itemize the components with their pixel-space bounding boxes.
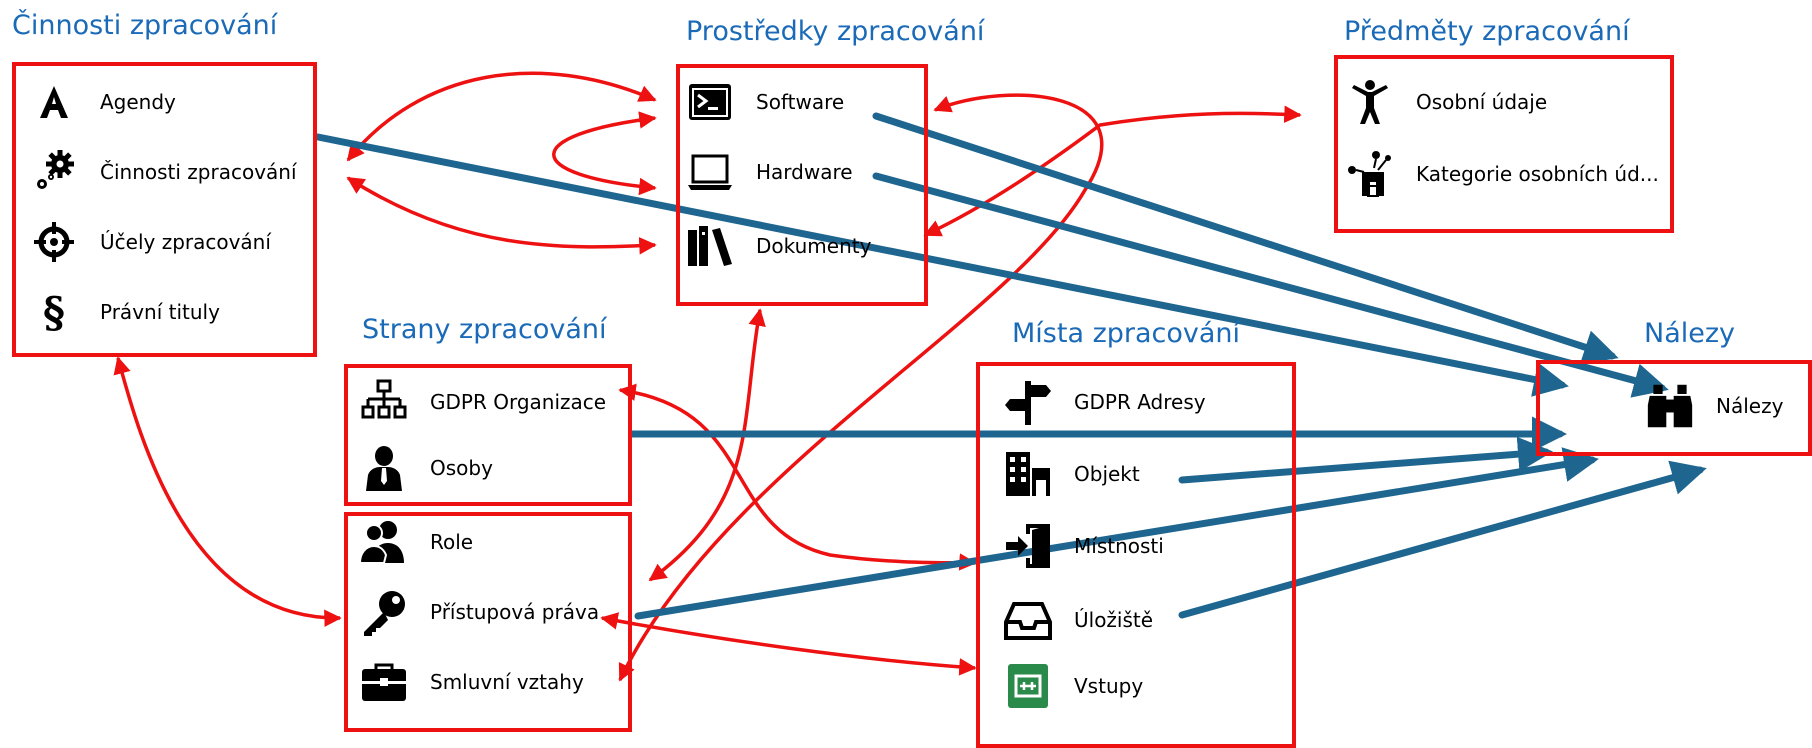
node-label: Osobní údaje bbox=[1416, 90, 1548, 114]
gears-icon bbox=[30, 148, 78, 196]
group-title-nalezy: Nálezy bbox=[1644, 318, 1736, 349]
building-icon bbox=[1004, 450, 1052, 498]
group-box-strany-bottom bbox=[344, 512, 632, 732]
signpost-icon bbox=[1004, 378, 1052, 426]
red-connector bbox=[346, 176, 657, 255]
node-label: Přístupová práva bbox=[430, 600, 600, 624]
node-osoby[interactable]: Osoby bbox=[360, 444, 493, 492]
person-category-icon bbox=[1346, 150, 1394, 198]
node-label: Agendy bbox=[100, 90, 176, 114]
red-connector bbox=[618, 383, 977, 571]
binoculars-icon bbox=[1646, 382, 1694, 430]
users-icon bbox=[360, 518, 408, 566]
group-box-cinnosti bbox=[12, 62, 317, 357]
node-gdpr-adresy[interactable]: GDPR Adresy bbox=[1004, 378, 1206, 426]
node-label: GDPR Organizace bbox=[430, 390, 607, 414]
node-label: Role bbox=[430, 530, 474, 554]
node-label: Osoby bbox=[430, 456, 493, 480]
node-label: Úložiště bbox=[1074, 608, 1154, 632]
node-smluvni-vztahy[interactable]: Smluvní vztahy bbox=[360, 658, 584, 706]
node-label: Činnosti zpracování bbox=[100, 160, 297, 184]
node-label: Objekt bbox=[1074, 462, 1140, 486]
node-pristupova-prava[interactable]: Přístupová práva bbox=[360, 588, 599, 636]
node-dokumenty[interactable]: Dokumenty bbox=[686, 222, 871, 270]
node-ucely-zpracovani[interactable]: Účely zpracování bbox=[30, 218, 271, 266]
node-label: Účely zpracování bbox=[100, 230, 271, 254]
crosshair-icon bbox=[30, 218, 78, 266]
node-label: Smluvní vztahy bbox=[430, 670, 584, 694]
node-label: Hardware bbox=[756, 160, 853, 184]
terminal-icon bbox=[686, 78, 734, 126]
briefcase-icon bbox=[360, 658, 408, 706]
key-icon bbox=[360, 588, 408, 636]
node-software[interactable]: Software bbox=[686, 78, 844, 126]
node-label: Právní tituly bbox=[100, 300, 220, 324]
group-title-cinnosti: Činnosti zpracování bbox=[12, 10, 278, 41]
group-title-strany: Strany zpracování bbox=[362, 314, 607, 345]
node-mistnosti[interactable]: Místnosti bbox=[1004, 522, 1164, 570]
person-icon bbox=[1346, 78, 1394, 126]
group-box-predmety bbox=[1334, 55, 1674, 233]
node-kategorie-osobnich-udaju[interactable]: Kategorie osobních úd... bbox=[1346, 150, 1659, 198]
node-hardware[interactable]: Hardware bbox=[686, 148, 853, 196]
node-agendy[interactable]: Agendy bbox=[30, 78, 176, 126]
node-uloziste[interactable]: Úložiště bbox=[1004, 596, 1153, 644]
group-title-prostredky: Prostředky zpracování bbox=[686, 16, 985, 47]
red-connector bbox=[600, 612, 977, 676]
node-label: Nálezy bbox=[1716, 394, 1784, 418]
node-pravni-tituly[interactable]: § Právní tituly bbox=[30, 287, 220, 337]
node-vstupy[interactable]: Vstupy bbox=[1004, 662, 1143, 710]
group-box-nalezy bbox=[1536, 360, 1812, 456]
red-connector bbox=[923, 105, 1302, 237]
group-box-prostredky bbox=[676, 64, 928, 306]
red-connector bbox=[346, 71, 657, 162]
books-icon bbox=[686, 222, 734, 270]
node-label: Kategorie osobních úd... bbox=[1416, 162, 1659, 186]
node-label: Místnosti bbox=[1074, 534, 1164, 558]
node-label: Vstupy bbox=[1074, 674, 1144, 698]
person-tie-icon bbox=[360, 444, 408, 492]
group-box-strany-top bbox=[344, 364, 632, 506]
inbox-tray-icon bbox=[1004, 596, 1052, 644]
node-cinnosti-zpracovani[interactable]: Činnosti zpracování bbox=[30, 148, 297, 196]
red-connector bbox=[648, 308, 766, 582]
green-entry-icon bbox=[1004, 662, 1052, 710]
node-label: GDPR Adresy bbox=[1074, 390, 1206, 414]
section-sign-icon: § bbox=[43, 287, 65, 337]
node-role[interactable]: Role bbox=[360, 518, 473, 566]
node-nalezy[interactable]: Nálezy bbox=[1646, 382, 1783, 430]
red-connector bbox=[113, 356, 342, 627]
node-label: Dokumenty bbox=[756, 234, 872, 258]
node-osobni-udaje[interactable]: Osobní údaje bbox=[1346, 78, 1547, 126]
node-gdpr-organizace[interactable]: GDPR Organizace bbox=[360, 378, 606, 426]
group-title-mista: Místa zpracování bbox=[1012, 318, 1241, 349]
node-label: Software bbox=[756, 90, 845, 114]
group-title-predmety: Předměty zpracování bbox=[1344, 16, 1630, 47]
letter-a-icon bbox=[30, 78, 78, 126]
red-connector bbox=[552, 111, 657, 196]
org-chart-icon bbox=[360, 378, 408, 426]
door-enter-icon bbox=[1004, 522, 1052, 570]
node-objekt[interactable]: Objekt bbox=[1004, 450, 1140, 498]
laptop-icon bbox=[686, 148, 734, 196]
